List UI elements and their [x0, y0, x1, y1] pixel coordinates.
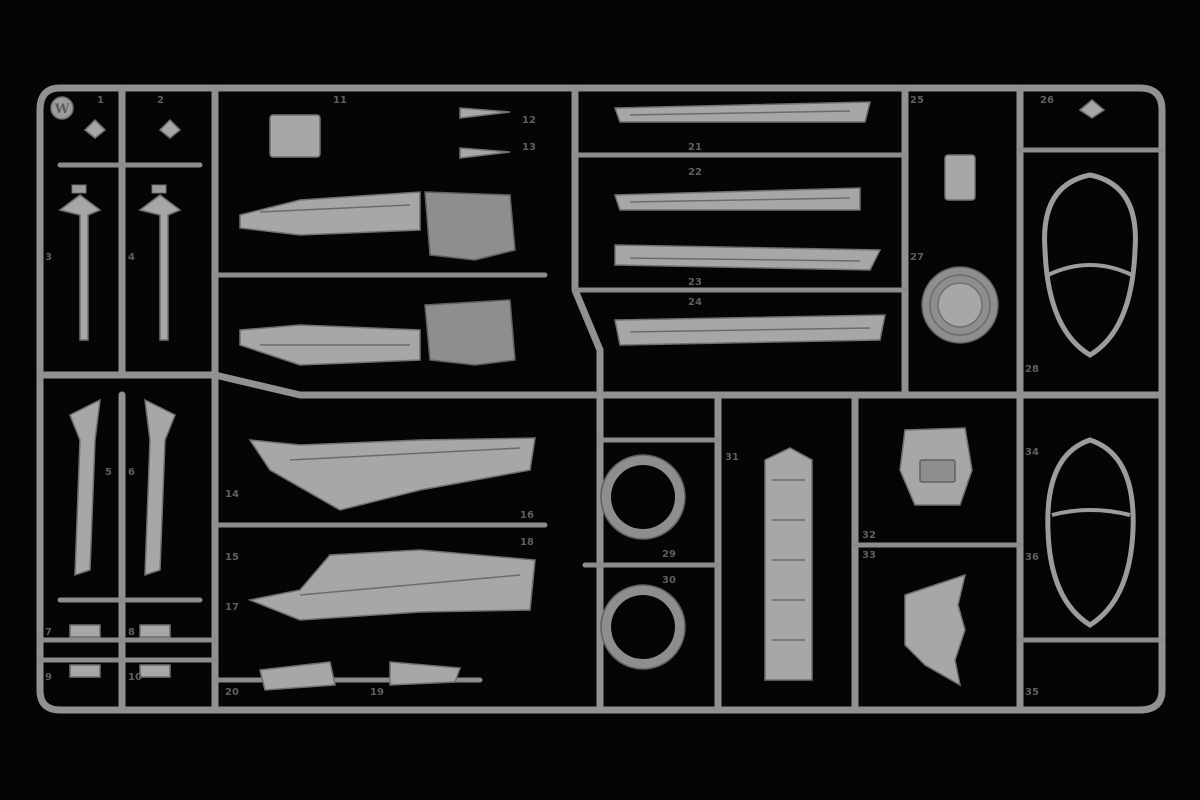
part-number: 4	[128, 252, 135, 263]
cockpit-tub	[764, 447, 813, 681]
part-number: 7	[45, 627, 52, 638]
fuselage-panels	[247, 437, 536, 691]
sprue-frame	[36, 84, 1166, 714]
part-number: 10	[128, 672, 142, 683]
canopy-frame-upper	[1042, 99, 1138, 358]
wing-strakes	[613, 101, 886, 346]
logo-letter: W	[54, 102, 70, 117]
part-number: 28	[1025, 364, 1039, 375]
part-number: 13	[522, 142, 536, 153]
part-number: 9	[45, 672, 52, 683]
part-number: 19	[370, 687, 384, 698]
part-number: 30	[662, 575, 676, 586]
canopy-frame-lower	[1045, 437, 1136, 628]
nacelle-halves	[239, 114, 516, 366]
part-number: 15	[225, 552, 239, 563]
part-number: 31	[725, 452, 739, 463]
part-number: 34	[1025, 447, 1039, 458]
part-number: 36	[1025, 552, 1039, 563]
intake-rings	[600, 454, 686, 670]
part-number: 18	[520, 537, 534, 548]
part-number: 24	[688, 297, 702, 308]
exhaust-feathers	[904, 573, 967, 687]
part-number: 25	[910, 95, 924, 106]
part-number: 8	[128, 627, 135, 638]
part-number-tabs: 1 2 3 4 5 6 7 8 9 10 11 12 13 14 15 16 1…	[45, 95, 1054, 698]
part-number: 5	[105, 467, 112, 478]
part-number: 33	[862, 550, 876, 561]
part-number: 35	[1025, 687, 1039, 698]
part-number: 21	[688, 142, 702, 153]
part-number: 6	[128, 467, 135, 478]
part-number: 26	[1040, 95, 1054, 106]
part-number: 29	[662, 549, 676, 560]
part-number: 20	[225, 687, 239, 698]
part-number: 22	[688, 167, 702, 178]
part-number: 23	[688, 277, 702, 288]
part-number: 14	[225, 489, 239, 500]
part-number: 12	[522, 115, 536, 126]
ejection-seat	[899, 427, 973, 506]
landing-gear-legs-lower	[69, 398, 176, 678]
part-number: 3	[45, 252, 52, 263]
brand-logo: W	[50, 96, 74, 120]
part-number: 32	[862, 530, 876, 541]
engine-fan	[921, 154, 999, 344]
prop-blades-small	[459, 107, 511, 159]
part-number: 11	[333, 95, 347, 106]
part-number: 27	[910, 252, 924, 263]
part-number: 1	[97, 95, 104, 106]
part-number: 2	[157, 95, 164, 106]
landing-gear-legs-upper	[58, 118, 182, 341]
part-number: 17	[225, 602, 239, 613]
part-number: 16	[520, 510, 534, 521]
